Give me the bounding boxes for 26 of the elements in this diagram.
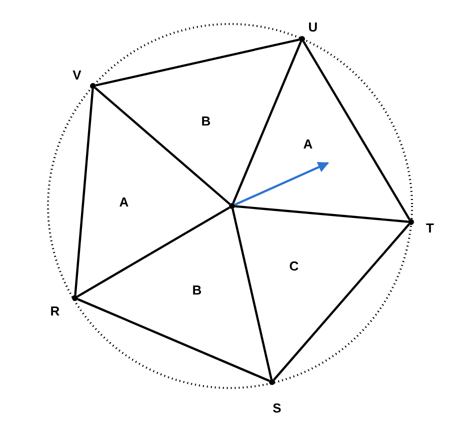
line-segment xyxy=(302,41,410,220)
line-segment xyxy=(273,224,410,380)
line-segment xyxy=(74,88,94,296)
point-label: T xyxy=(426,222,434,234)
arrow xyxy=(234,162,329,206)
point-label: A xyxy=(303,138,313,150)
vertex-point xyxy=(72,295,78,301)
point-label: V xyxy=(72,68,82,82)
vertex-point xyxy=(269,379,275,385)
line-segment xyxy=(232,41,302,204)
point-label: U xyxy=(308,20,318,34)
line-segment xyxy=(234,205,408,223)
line-segment xyxy=(77,298,270,382)
vertex-point xyxy=(299,36,305,42)
line-segment xyxy=(232,208,272,380)
point-label: R xyxy=(50,304,60,318)
line-segment xyxy=(77,206,230,298)
point-label: A xyxy=(119,196,129,208)
line-segment xyxy=(94,87,230,205)
vertex-point xyxy=(90,83,96,89)
point-label: B xyxy=(201,114,211,128)
line-segment xyxy=(96,38,300,86)
vertex-point xyxy=(408,219,414,225)
point-label: B xyxy=(192,284,202,296)
point-label: C xyxy=(289,260,299,272)
point-label: S xyxy=(272,402,282,414)
